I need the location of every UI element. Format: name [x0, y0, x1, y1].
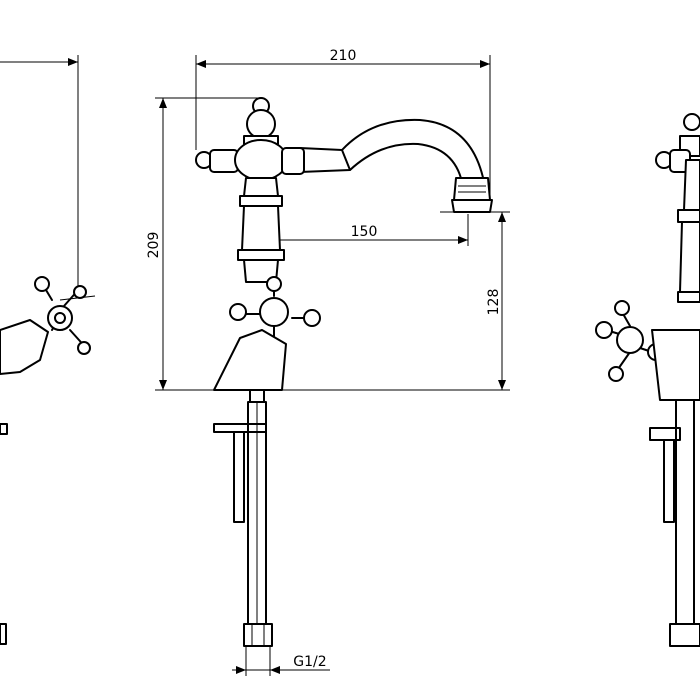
handle-left-knob: [229, 303, 247, 321]
dim-128-arrow-top: [498, 212, 506, 222]
left-fitting-lower: [0, 623, 7, 645]
dim-150-label: 150: [351, 224, 378, 240]
thread-arrow-left: [236, 666, 246, 674]
handle-right-knob: [303, 309, 321, 327]
handle-hub: [259, 297, 289, 327]
left-faucet-view: [0, 55, 96, 645]
right-handle-bottom-knob: [608, 366, 624, 382]
top-finial-ball: [246, 109, 276, 139]
column-ring-1: [239, 195, 283, 207]
pipe-rod: [233, 431, 245, 523]
right-column-upper: [683, 159, 700, 211]
right-handle-top-knob: [614, 300, 630, 316]
crossbar-right-arm: [281, 147, 305, 175]
dim-210-arrow-left: [196, 60, 206, 68]
column-ring-2: [237, 249, 285, 261]
pipe-connector: [243, 623, 273, 647]
dim-150-arrow-right: [458, 236, 468, 244]
left-handle-knob-bottom: [77, 341, 91, 355]
handle-top-knob: [266, 276, 282, 292]
left-fitting-upper: [0, 423, 8, 435]
dim-128-arrow-bottom: [498, 380, 506, 390]
column-upper: [243, 177, 279, 197]
column-mid: [241, 205, 281, 251]
thread-arrow-right: [270, 666, 280, 674]
right-handle-arms: [605, 311, 653, 373]
thread-label: G1/2: [293, 654, 326, 670]
left-handle-hub: [47, 305, 73, 331]
right-pipe-rod: [663, 439, 675, 523]
left-handle-knob-right: [73, 285, 87, 299]
spout-inner-curve: [299, 142, 463, 183]
right-handle-left-knob: [595, 321, 613, 339]
right-handle-hub: [616, 326, 644, 354]
left-handle-knob-top: [34, 276, 50, 292]
dim-209-arrow-top: [159, 98, 167, 108]
dim-210-label: 210: [330, 48, 357, 64]
right-base: [651, 329, 700, 401]
crossbar-left-arm: [209, 149, 239, 173]
right-faucet-view: [595, 113, 700, 647]
crossbar-hub: [234, 139, 288, 181]
right-column-ring-2: [677, 291, 700, 303]
right-pipe-main: [675, 399, 695, 625]
spout-outer-curve: [299, 118, 485, 183]
right-column-mid: [679, 221, 700, 293]
right-column-ring-1: [677, 209, 700, 223]
dim-210-arrow-right: [480, 60, 490, 68]
faucet-base: [213, 329, 287, 391]
right-pipe-connector: [669, 623, 700, 647]
spout-joint-line: [341, 149, 351, 171]
right-finial-knob: [683, 113, 700, 131]
spout-tip: [451, 199, 493, 213]
dim-128-label: 128: [486, 289, 502, 316]
pipe-nut: [249, 389, 265, 403]
left-body: [0, 319, 49, 375]
left-handle-axis: [59, 295, 96, 301]
center-faucet-view: 210 209 150 128: [146, 48, 510, 676]
pipe-bracket: [213, 423, 267, 433]
left-handle-cap: [54, 312, 66, 324]
left-dim-arrow: [68, 58, 78, 66]
dim-209-arrow-bottom: [159, 380, 167, 390]
dim-209-label: 209: [146, 232, 162, 259]
spout-aerator: [453, 177, 491, 201]
